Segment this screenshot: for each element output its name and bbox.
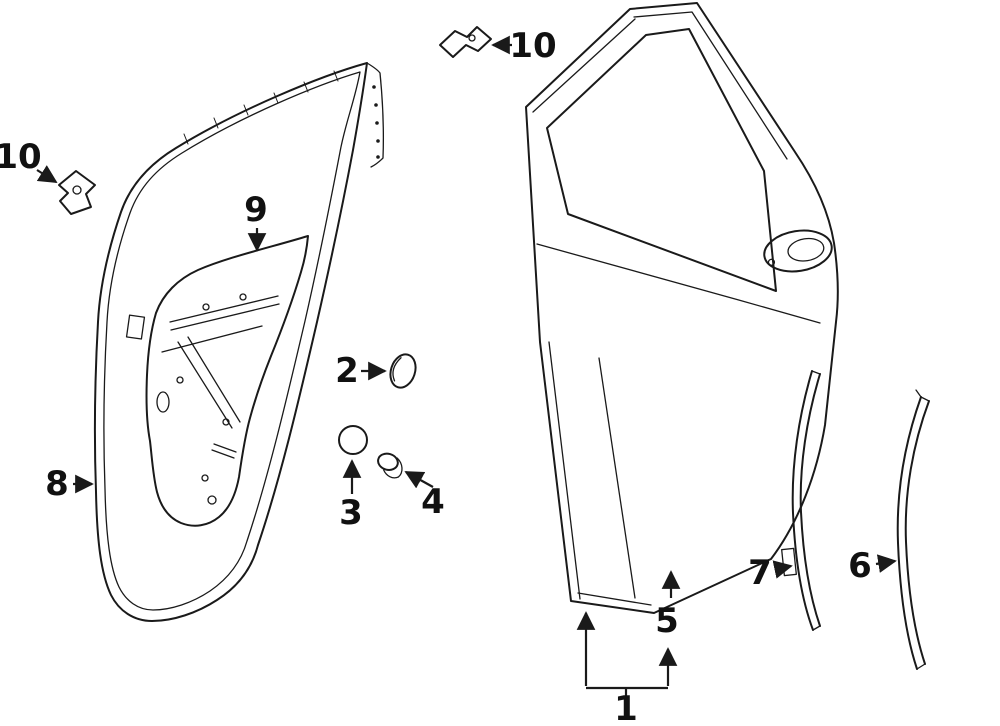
callout-4-label[interactable]: 4 (421, 482, 445, 522)
strip6-bottom-cap (916, 663, 926, 670)
grommet2-inner-line (392, 357, 402, 382)
clip-top-outline (439, 26, 492, 58)
handle-outer-oval (763, 229, 833, 273)
callout-10-left-arrow (36, 165, 58, 183)
panel-access-hole (156, 391, 170, 413)
callout-10-top: 10 (491, 26, 557, 66)
panel-rib (161, 325, 263, 353)
panel-hole (176, 376, 184, 384)
callout-7-label[interactable]: 7 (748, 553, 772, 593)
panel-hole (222, 418, 230, 426)
strip7-clip-tab (781, 547, 797, 577)
panel-crease (187, 336, 241, 423)
strip7-outer (791, 370, 814, 631)
callout-5-label[interactable]: 5 (655, 601, 679, 641)
callout-7: 7 (748, 553, 793, 593)
seal-tick (303, 81, 309, 93)
part-1-door-shell[interactable] (525, 2, 839, 614)
door-outline (525, 2, 839, 614)
seal-retainer-clip (125, 314, 146, 340)
seal-tick (333, 70, 339, 82)
door-frame-inner-line (633, 11, 788, 160)
part-7-edge-weatherstrip[interactable] (781, 370, 821, 631)
clip-left-outline (58, 170, 96, 215)
panel-hole (239, 293, 247, 301)
callout-10-left: 10 (0, 137, 58, 183)
strip7-bottom-cap (812, 625, 821, 631)
seal-corner-molding (366, 62, 385, 168)
part-3-plug[interactable] (338, 425, 368, 455)
door-front-edge-band (548, 341, 581, 600)
part-2-grommet[interactable] (386, 351, 419, 391)
callout-6: 6 (848, 546, 897, 586)
strip7-top-cap (811, 370, 821, 375)
seal-rivet-dot (376, 155, 380, 159)
callout-5: 5 (655, 570, 681, 641)
seal-inner-contour (103, 71, 361, 611)
strip6-top-cap (920, 396, 930, 402)
handle-lock-hole (767, 258, 776, 266)
door-belt-crease (536, 243, 821, 324)
callout-4: 4 (404, 471, 445, 522)
callout-4-arrow (404, 471, 434, 489)
grommet2-outline (389, 353, 417, 389)
callout-8: 8 (45, 464, 94, 504)
panel-outline (145, 235, 309, 527)
clip-left-hole (72, 185, 82, 195)
panel-rib (169, 295, 279, 323)
callout-8-label[interactable]: 8 (45, 464, 69, 504)
callout-1: 1 (576, 611, 678, 726)
callout-7-arrow (772, 560, 793, 579)
strip6-top-hook (915, 389, 922, 398)
part-10-clip-left[interactable] (58, 170, 96, 215)
seal-tick (273, 92, 279, 104)
panel-crease (177, 341, 233, 429)
part-10-clip-top[interactable] (439, 26, 492, 58)
handle-inner-oval (787, 237, 825, 262)
panel-rib (170, 303, 280, 331)
door-window-opening (546, 28, 777, 292)
plug3-outline (338, 425, 368, 455)
callout-10-left-label[interactable]: 10 (0, 137, 42, 177)
callout-1-label[interactable]: 1 (614, 689, 638, 726)
callout-3-label[interactable]: 3 (339, 493, 363, 533)
door-bottom-edge-band (577, 592, 652, 606)
panel-hole (207, 495, 217, 505)
callout-9-label[interactable]: 9 (244, 190, 268, 230)
callout-3: 3 (339, 459, 363, 533)
panel-hole (202, 303, 210, 311)
grommet4-cone (383, 457, 403, 479)
callout-6-label[interactable]: 6 (848, 546, 872, 586)
part-8-door-opening-seal[interactable] (93, 62, 385, 622)
strip6-inner (904, 400, 930, 665)
callout-6-arrow (875, 554, 897, 573)
part-6-edge-weatherstrip[interactable] (896, 389, 930, 670)
panel-slot (211, 449, 235, 459)
door-body-crease (598, 357, 636, 599)
callout-2: 2 (335, 351, 387, 391)
seal-rivet-dot (376, 139, 380, 143)
seal-tick (183, 133, 189, 145)
strip6-outer (896, 396, 922, 670)
callout-9: 9 (244, 190, 268, 252)
seal-outer-contour (93, 62, 368, 622)
callout-2-label[interactable]: 2 (335, 351, 359, 391)
part-9-water-shield-panel[interactable] (145, 235, 309, 527)
grommet4-outline (377, 452, 399, 471)
seal-rivet-dot (375, 121, 379, 125)
seal-rivet-dot (374, 103, 378, 107)
part-4-grommet[interactable] (375, 451, 406, 479)
panel-slot (213, 443, 237, 453)
seal-rivet-dot (372, 85, 376, 89)
door-handle-recess (763, 229, 833, 273)
panel-hole (201, 474, 209, 482)
seal-tick (243, 104, 249, 116)
strip7-inner (799, 373, 821, 627)
seal-tick (213, 117, 219, 129)
clip-top-hole (468, 34, 476, 42)
door-pillar-inner-line (532, 18, 636, 113)
callout-10-top-label[interactable]: 10 (509, 26, 556, 66)
